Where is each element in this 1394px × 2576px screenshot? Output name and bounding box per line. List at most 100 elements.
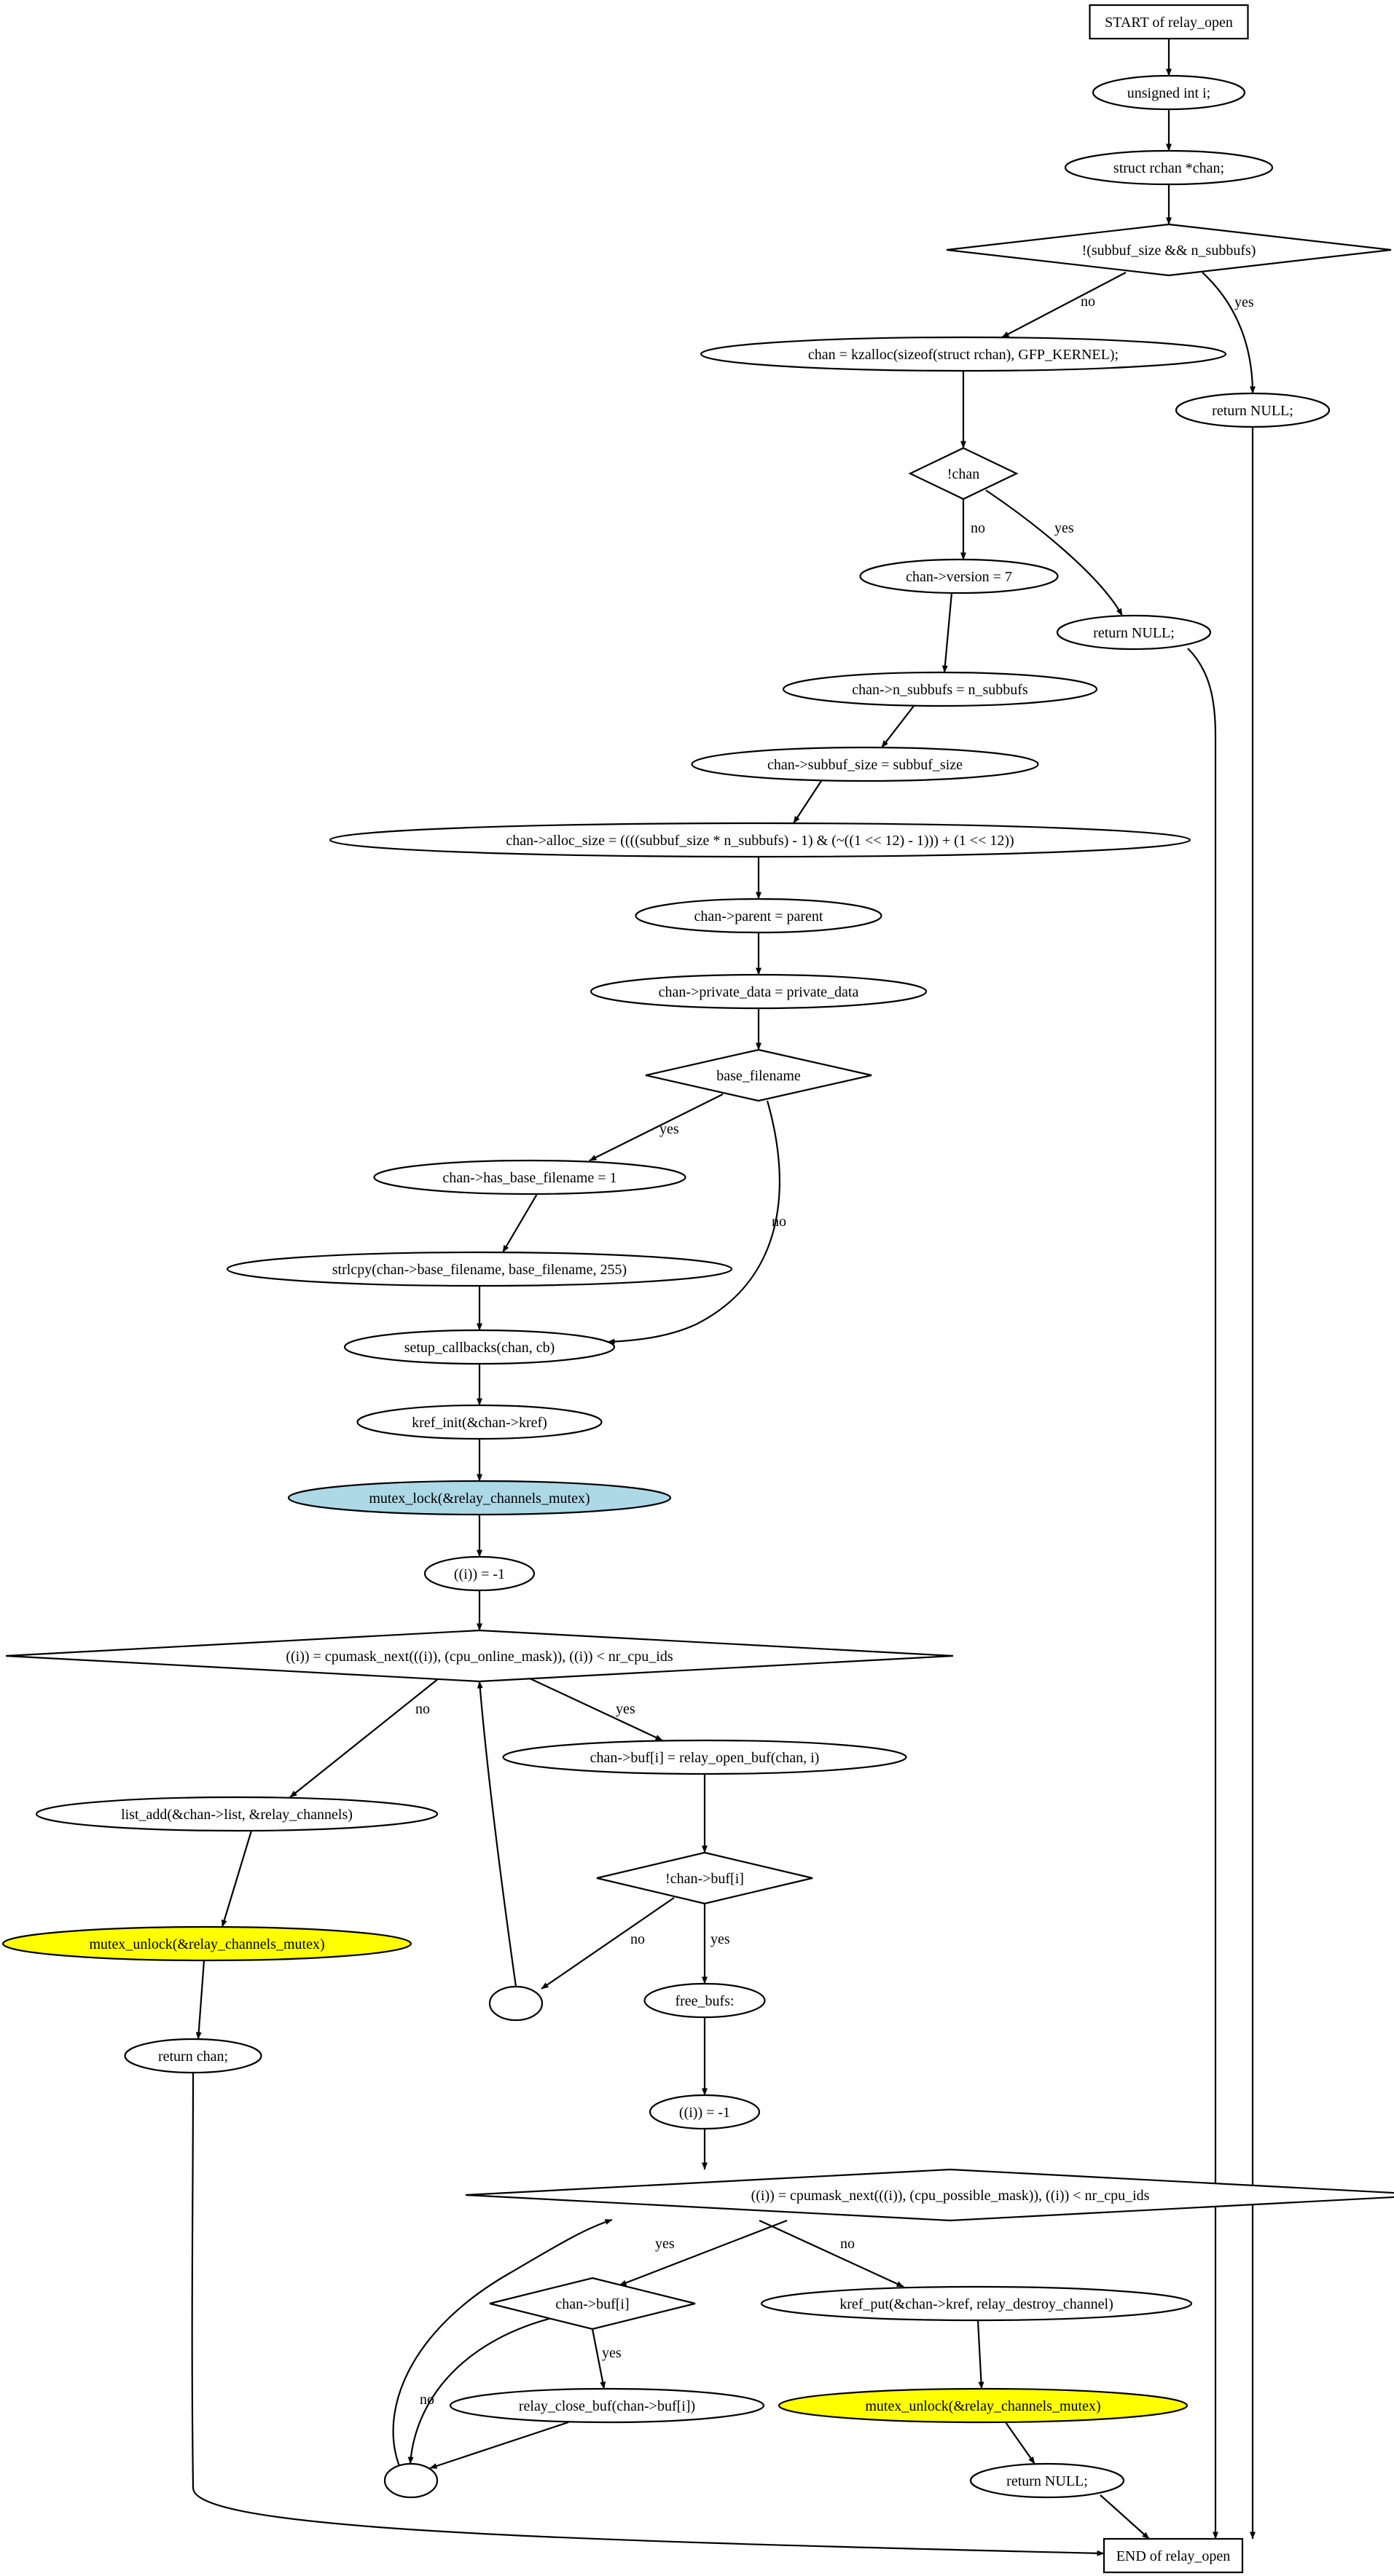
node-shape-ellipse bbox=[1175, 392, 1331, 428]
node-shape-ellipse bbox=[343, 1329, 616, 1365]
node-shape-ellipse bbox=[1, 1925, 412, 1962]
node-label: ((i)) = cpumask_next(((i)), (cpu_online_… bbox=[286, 1649, 673, 1665]
node-label: END of relay_open bbox=[1116, 2548, 1231, 2564]
edge-loop_online-to-list_add bbox=[289, 1672, 447, 1798]
node-label: return NULL; bbox=[1212, 403, 1293, 419]
edge-set_hasbase-to-strlcpy bbox=[502, 1193, 538, 1253]
node-start: START of relay_open bbox=[1089, 4, 1249, 40]
edge-ret_chan-to-end bbox=[191, 2072, 1105, 2556]
node-shape-ellipse bbox=[1056, 614, 1212, 651]
node-set-hasbase: chan->has_base_filename = 1 bbox=[373, 1159, 686, 1195]
node-shape-ellipse bbox=[124, 2038, 262, 2074]
node-ret-chan: return chan; bbox=[124, 2038, 262, 2074]
node-shape-ellipse bbox=[1064, 149, 1274, 186]
edge-ret_null_2-to-end bbox=[1187, 648, 1218, 2540]
edge-loop_possible-to-kref_put bbox=[759, 2220, 904, 2288]
node-shape-ellipse bbox=[635, 898, 882, 934]
node-decl-chan: struct rchan *chan; bbox=[1064, 149, 1274, 186]
node-join-2 bbox=[383, 2462, 439, 2499]
node-label: !chan->buf[i] bbox=[665, 1871, 744, 1887]
node-shape-diamond bbox=[645, 1048, 872, 1102]
node-set-subbufsz: chan->subbuf_size = subbuf_size bbox=[691, 746, 1039, 782]
node-label: chan->parent = parent bbox=[694, 908, 823, 924]
edge-label-yes: yes bbox=[602, 2345, 622, 2361]
node-kzalloc: chan = kzalloc(sizeof(struct rchan), GFP… bbox=[700, 336, 1227, 372]
edge-loop_online-to-open_buf bbox=[529, 1678, 663, 1741]
edge-label-no: no bbox=[630, 1931, 645, 1947]
node-label: base_filename bbox=[716, 1068, 801, 1084]
node-shape-ellipse bbox=[778, 2387, 1189, 2424]
node-label: setup_callbacks(chan, cb) bbox=[404, 1340, 555, 1356]
node-shape-ellipse bbox=[356, 1404, 603, 1440]
edge-label-no: no bbox=[1081, 294, 1095, 310]
node-label: free_bufs: bbox=[675, 1993, 734, 2009]
node-label: ((i)) = cpumask_next(((i)), (cpu_possibl… bbox=[751, 2188, 1150, 2204]
node-set-private: chan->private_data = private_data bbox=[590, 973, 928, 1010]
node-shape-ellipse bbox=[782, 671, 1098, 707]
edge-cond_chan-to-ret_null_2 bbox=[985, 490, 1123, 616]
edge-join_2-to-loop_possible bbox=[392, 2218, 613, 2467]
node-join-1 bbox=[488, 1985, 544, 2022]
node-shape-ellipse bbox=[35, 1796, 439, 1832]
node-strlcpy: strlcpy(chan->base_filename, base_filena… bbox=[226, 1251, 733, 1287]
edge-close_buf-to-join_2 bbox=[429, 2421, 569, 2470]
node-label: !(subbuf_size && n_subbufs) bbox=[1082, 243, 1256, 259]
edge-label-no: no bbox=[420, 2392, 434, 2408]
node-shape-ellipse bbox=[643, 1982, 766, 2019]
edge-label-no: no bbox=[415, 1701, 430, 1717]
node-shape-diamond bbox=[596, 1851, 813, 1905]
node-label: chan->alloc_size = ((((subbuf_size * n_s… bbox=[506, 833, 1014, 849]
node-label: chan->private_data = private_data bbox=[659, 984, 859, 1000]
node-shape-ellipse bbox=[969, 2462, 1125, 2499]
node-shape-ellipse bbox=[590, 973, 928, 1010]
edge-cond_subbuf-to-ret_null_1 bbox=[1202, 272, 1256, 394]
node-mutex-lock: mutex_lock(&relay_channels_mutex) bbox=[287, 1480, 672, 1516]
node-loop-online: ((i)) = cpumask_next(((i)), (cpu_online_… bbox=[5, 1629, 954, 1683]
node-set-version: chan->version = 7 bbox=[859, 558, 1059, 594]
node-cond-subbuf: !(subbuf_size && n_subbufs) bbox=[946, 223, 1392, 277]
node-label: chan->buf[i] bbox=[555, 2296, 629, 2312]
node-shape-diamond bbox=[5, 1629, 954, 1683]
node-shape-ellipse bbox=[373, 1159, 686, 1195]
node-shape-ellipse bbox=[700, 336, 1227, 372]
node-shape-ellipse bbox=[859, 558, 1059, 594]
node-cond-buf-i: !chan->buf[i] bbox=[596, 1851, 813, 1905]
edge-unlock_1-to-ret_chan bbox=[195, 1960, 205, 2040]
node-cond-buf-i-2: chan->buf[i] bbox=[489, 2277, 696, 2330]
node-shape-box bbox=[1089, 4, 1249, 40]
edge-set_nsubbufs-to-set_subbufsz bbox=[881, 705, 915, 748]
node-loop-possible: ((i)) = cpumask_next(((i)), (cpu_possibl… bbox=[465, 2168, 1394, 2222]
node-label: struct rchan *chan; bbox=[1113, 160, 1224, 176]
node-setup-cb: setup_callbacks(chan, cb) bbox=[343, 1329, 616, 1365]
node-label: list_add(&chan->list, &relay_channels) bbox=[121, 1807, 353, 1823]
node-label: unsigned int i; bbox=[1127, 85, 1210, 101]
node-shape-ellipse bbox=[760, 2285, 1193, 2322]
node-label: kref_put(&chan->kref, relay_destroy_chan… bbox=[839, 2296, 1113, 2312]
node-shape-ellipse bbox=[691, 746, 1039, 782]
edge-unlock_2-to-ret_null_3 bbox=[1005, 2422, 1035, 2465]
edge-cond_subbuf-to-kzalloc bbox=[1001, 272, 1127, 338]
node-label: mutex_unlock(&relay_channels_mutex) bbox=[865, 2398, 1100, 2414]
node-unlock-2: mutex_unlock(&relay_channels_mutex) bbox=[778, 2387, 1189, 2424]
node-ret-null-1: return NULL; bbox=[1175, 392, 1331, 428]
node-label: relay_close_buf(chan->buf[i]) bbox=[519, 2398, 695, 2414]
node-label: chan->buf[i] = relay_open_buf(chan, i) bbox=[590, 1750, 820, 1766]
node-shape-ellipse bbox=[329, 822, 1191, 858]
node-end: END of relay_open bbox=[1103, 2537, 1244, 2574]
edge-label-yes: yes bbox=[616, 1701, 635, 1717]
edge-set_subbufsz-to-set_alloc bbox=[793, 780, 822, 824]
node-shape-diamond bbox=[465, 2168, 1394, 2222]
node-ret-null-3: return NULL; bbox=[969, 2462, 1125, 2499]
node-unlock-1: mutex_unlock(&relay_channels_mutex) bbox=[1, 1925, 412, 1962]
node-open-buf: chan->buf[i] = relay_open_buf(chan, i) bbox=[502, 1739, 907, 1775]
edge-label-yes: yes bbox=[710, 1931, 730, 1947]
node-label: mutex_lock(&relay_channels_mutex) bbox=[369, 1491, 590, 1507]
edge-cond_base-to-setup_cb bbox=[607, 1100, 780, 1345]
node-shape-ellipse bbox=[502, 1739, 907, 1775]
node-shape-ellipse bbox=[1092, 74, 1246, 111]
edge-cond_buf_i-to-join_1 bbox=[541, 1897, 675, 1990]
node-shape-ellipse bbox=[287, 1480, 672, 1516]
node-cond-chan: !chan bbox=[908, 447, 1019, 500]
node-cond-base: base_filename bbox=[645, 1048, 872, 1102]
